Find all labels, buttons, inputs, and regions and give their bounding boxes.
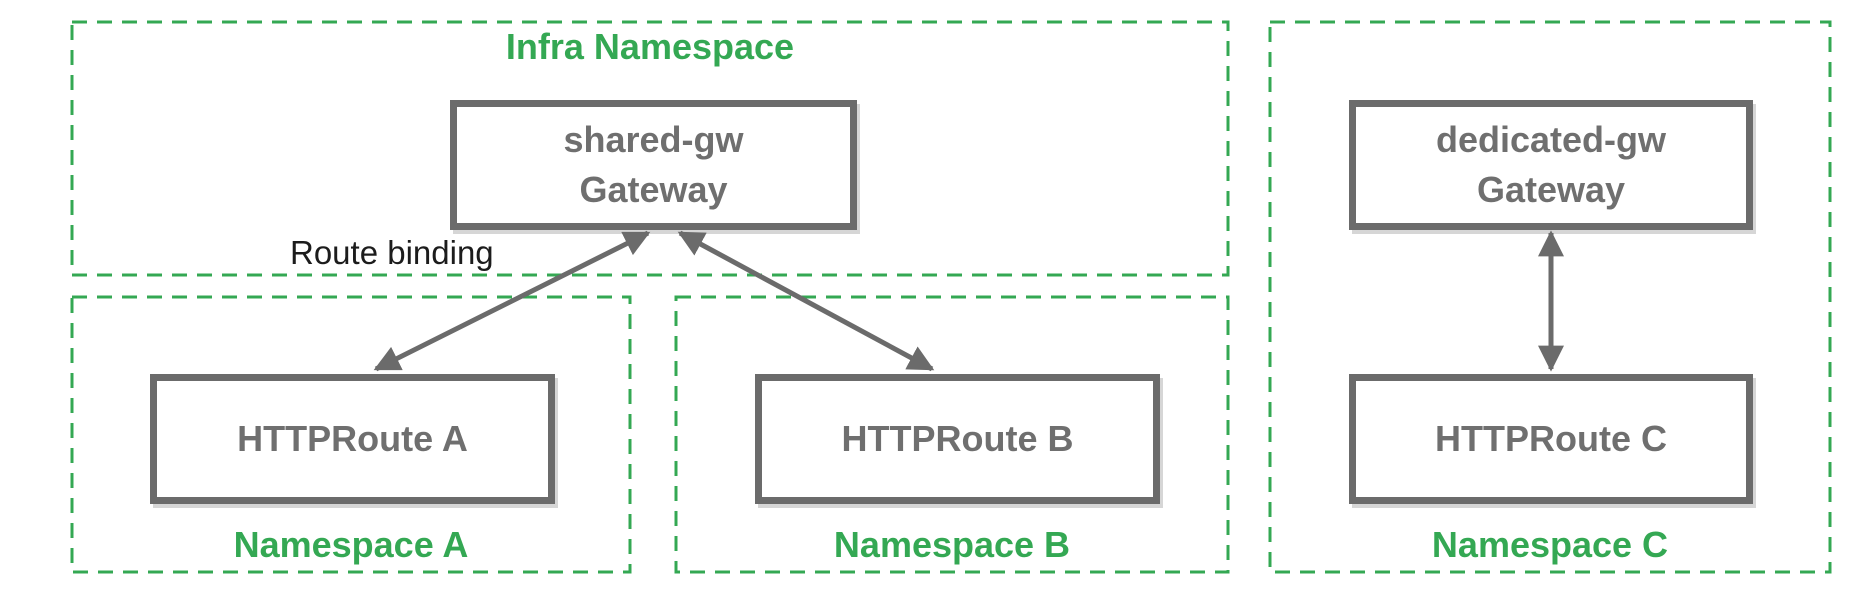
route-binding-arrow-a: [373, 230, 651, 372]
namespace-c-border: [1268, 20, 1832, 574]
route-binding-arrow-b: [677, 230, 935, 372]
namespace-c-label: Namespace C: [1431, 524, 1669, 565]
httproute-a-node: HTTPRoute A: [150, 374, 555, 504]
httproute-c-label: HTTPRoute C: [1435, 417, 1667, 459]
route-binding-label: Route binding: [290, 234, 494, 271]
namespace-a-border: [70, 295, 632, 574]
namespace-b-border: [674, 295, 1230, 574]
shared-gateway-kind: Gateway: [579, 169, 728, 210]
dedicated-gateway-node: dedicated-gw Gateway: [1349, 100, 1753, 230]
dedicated-gateway-name: dedicated-gw: [1435, 118, 1667, 160]
httproute-b-node: HTTPRoute B: [755, 374, 1160, 504]
shared-gateway-node: shared-gw Gateway: [450, 100, 857, 230]
httproute-b-label: HTTPRoute B: [841, 417, 1074, 459]
shared-gateway-name: shared-gw: [563, 118, 744, 160]
infra-namespace-label: Infra Namespace: [505, 26, 795, 67]
httproute-a-label: HTTPRoute A: [237, 417, 468, 459]
namespace-a-label: Namespace A: [233, 524, 469, 565]
dedicated-gateway-kind: Gateway: [1476, 169, 1626, 210]
httproute-c-node: HTTPRoute C: [1349, 374, 1753, 504]
namespace-b-label: Namespace B: [833, 524, 1071, 565]
